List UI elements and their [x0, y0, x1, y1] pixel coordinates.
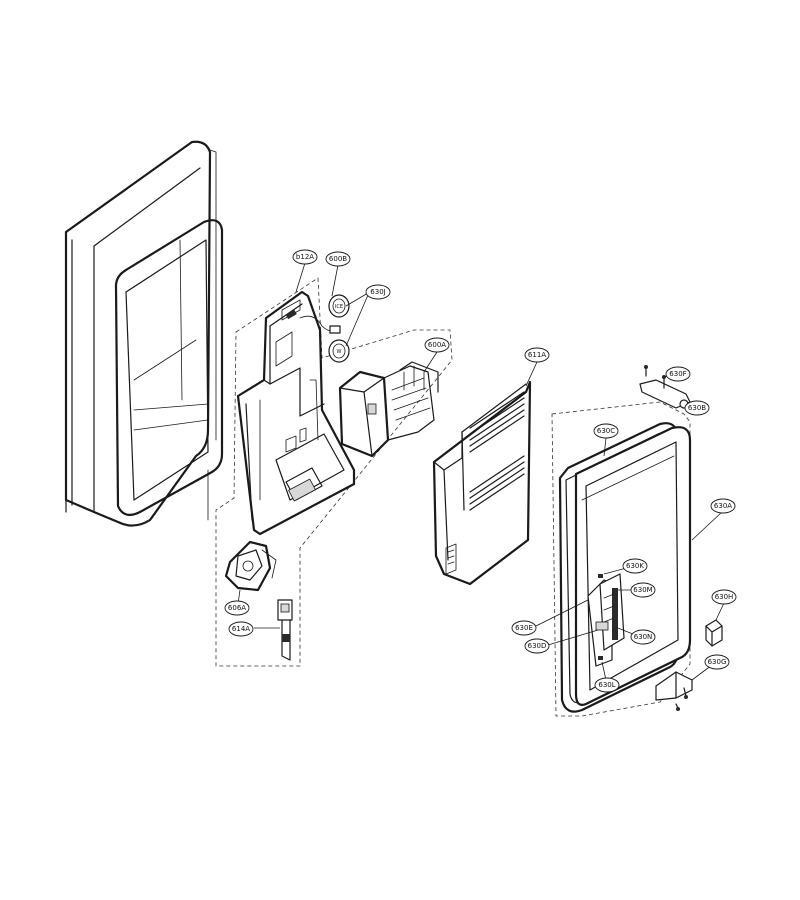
dispenser-housing: [236, 290, 356, 536]
label-630G-text: 630G: [708, 658, 727, 666]
switch-part: [277, 599, 293, 661]
label-630J-text: 630J: [370, 288, 385, 296]
label-630M-text: 630M: [633, 586, 652, 594]
label-630E-text: 630E: [515, 624, 533, 632]
svg-text:ICE: ICE: [335, 304, 343, 310]
label-630F-text: 630F: [669, 370, 686, 378]
label-606A: 606A: [224, 600, 250, 616]
label-630C-text: 630C: [597, 427, 615, 435]
label-630H-text: 630H: [715, 593, 734, 601]
label-630N: 630N: [630, 629, 656, 645]
label-612A: b12A: [292, 249, 318, 265]
label-630K: 630K: [622, 558, 648, 574]
label-630M: 630M: [630, 582, 656, 598]
label-600A-text: 600A: [428, 341, 446, 349]
label-611A-text: 611A: [528, 351, 546, 359]
label-611A: 611A: [524, 347, 550, 363]
svg-text:W: W: [337, 349, 342, 355]
label-630D-text: 630D: [528, 642, 547, 650]
label-630G: 630G: [704, 654, 730, 670]
label-606A-text: 606A: [228, 604, 246, 612]
handle-assembly: [587, 573, 625, 667]
label-600B: 600B: [325, 251, 351, 267]
part-labels: b12A 600B 630J 600A 611A 630F 630B 630C …: [224, 249, 737, 693]
label-630F: 630F: [665, 366, 691, 382]
door-panel-group-outline: [551, 401, 691, 717]
cover-vent-slots: [469, 391, 525, 511]
label-612A-text: b12A: [296, 253, 314, 261]
label-614A: 614A: [228, 621, 254, 637]
label-630D: 630D: [524, 638, 550, 654]
label-630B-text: 630B: [688, 404, 706, 412]
actuator-part: [224, 540, 277, 592]
label-600B-text: 600B: [329, 255, 347, 263]
door-outer-panel: [64, 140, 224, 527]
bottom-hinge-bracket: [655, 671, 693, 711]
control-panel-cover: [432, 380, 532, 586]
label-630B: 630B: [684, 400, 710, 416]
label-630H: 630H: [711, 589, 737, 605]
dispenser-buttons: ICE W: [328, 294, 350, 363]
label-630K-text: 630K: [626, 562, 644, 570]
label-630E: 630E: [511, 620, 537, 636]
label-630A: 630A: [710, 498, 736, 514]
label-630C: 630C: [593, 423, 619, 439]
label-614A-text: 614A: [232, 625, 250, 633]
cap-part: [705, 619, 723, 647]
ice-dispenser-motor-assembly: [338, 361, 439, 458]
label-600A: 600A: [424, 337, 450, 353]
label-630L: 630L: [594, 677, 620, 693]
label-630L-text: 630L: [598, 681, 615, 689]
label-630A-text: 630A: [714, 502, 732, 510]
label-630J: 630J: [365, 284, 391, 300]
label-630N-text: 630N: [634, 633, 653, 641]
